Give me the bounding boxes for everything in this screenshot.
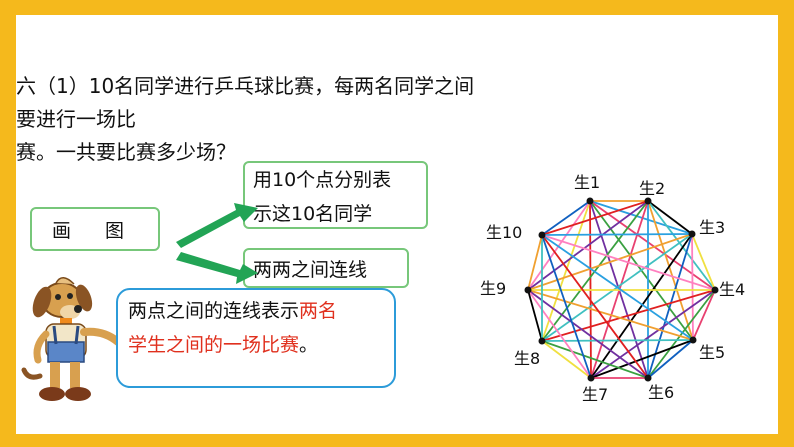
student-points: 生1 生2 生3 生4 生5 生6 生7 生8 生9 生10	[480, 173, 745, 404]
edge-line	[647, 339, 694, 379]
edge-line	[541, 233, 693, 236]
student-point	[688, 230, 696, 238]
student-label: 生9	[480, 279, 506, 298]
edge-line	[541, 200, 649, 236]
tip-highlight-a: 两名	[299, 300, 338, 322]
student-label: 生1	[574, 173, 600, 192]
student-label: 生3	[699, 218, 725, 237]
edge-line	[527, 289, 649, 379]
edge-line	[647, 289, 716, 379]
edge-line	[527, 200, 591, 291]
edge-line	[541, 200, 591, 342]
edge-line	[541, 289, 716, 342]
student-point	[586, 197, 594, 205]
connection-lines	[527, 200, 716, 379]
edge-line	[691, 233, 716, 291]
edge-line	[692, 289, 716, 341]
speech-bubble: 两点之间的连线表示两名 学生之间的一场比赛。	[116, 288, 396, 388]
student-point	[524, 286, 532, 294]
student-label: 生5	[699, 343, 725, 362]
student-point	[689, 336, 697, 344]
edge-line	[590, 233, 693, 379]
edge-line	[541, 234, 694, 341]
student-point	[538, 337, 546, 345]
edge-line	[527, 289, 694, 341]
edge-line	[647, 200, 716, 291]
edge-line	[647, 200, 694, 341]
step-box-connect: 两两之间连线	[243, 248, 409, 288]
edge-line	[691, 233, 694, 341]
edge-line	[541, 340, 649, 379]
edge-line	[527, 200, 649, 291]
edge-line	[541, 234, 649, 379]
edge-line	[590, 289, 716, 379]
edge-line	[541, 234, 592, 379]
edge-line	[527, 233, 693, 291]
edge-line	[589, 200, 693, 235]
edge-line	[647, 200, 693, 235]
edge-line	[590, 339, 694, 379]
edge-line	[527, 289, 592, 379]
edge-line	[647, 233, 693, 379]
tip-text: 两点之间的连线表示	[128, 300, 300, 322]
tip-highlight-b: 学生之间的一场比赛	[128, 334, 300, 356]
edge-line	[541, 200, 591, 236]
edge-line	[541, 234, 716, 291]
student-label: 生7	[582, 385, 608, 404]
question-text: 六（1）10名同学进行乒乓球比赛，每两名同学之间要进行一场比 赛。一共要比赛多少…	[16, 70, 486, 169]
tip-end: 。	[299, 334, 319, 356]
edge-line	[589, 200, 716, 291]
student-point	[644, 197, 652, 205]
student-label: 生10	[486, 223, 522, 242]
student-label: 生6	[648, 383, 674, 402]
dog-mascot-icon	[21, 277, 122, 401]
step-box-points: 用10个点分别表 示这10名同学	[243, 161, 428, 229]
student-point	[587, 374, 595, 382]
student-label: 生8	[514, 349, 540, 368]
edge-line	[527, 289, 543, 342]
student-point	[711, 286, 719, 294]
edge-line	[527, 234, 543, 291]
student-point	[644, 374, 652, 382]
student-label: 生4	[719, 280, 745, 299]
question-line-2: 赛。一共要比赛多少场？	[16, 140, 236, 164]
step1-line-2: 示这10名同学	[253, 203, 373, 225]
question-line-1: 六（1）10名同学进行乒乓球比赛，每两名同学之间要进行一场比	[16, 74, 475, 131]
method-box: 画 图	[30, 207, 160, 251]
arrow-to-connect	[176, 252, 258, 284]
student-label: 生2	[639, 179, 665, 198]
edge-line	[541, 340, 592, 379]
step1-line-1: 用10个点分别表	[253, 169, 392, 191]
student-point	[538, 231, 546, 239]
arrow-to-points	[176, 203, 258, 248]
edge-line	[541, 339, 694, 342]
